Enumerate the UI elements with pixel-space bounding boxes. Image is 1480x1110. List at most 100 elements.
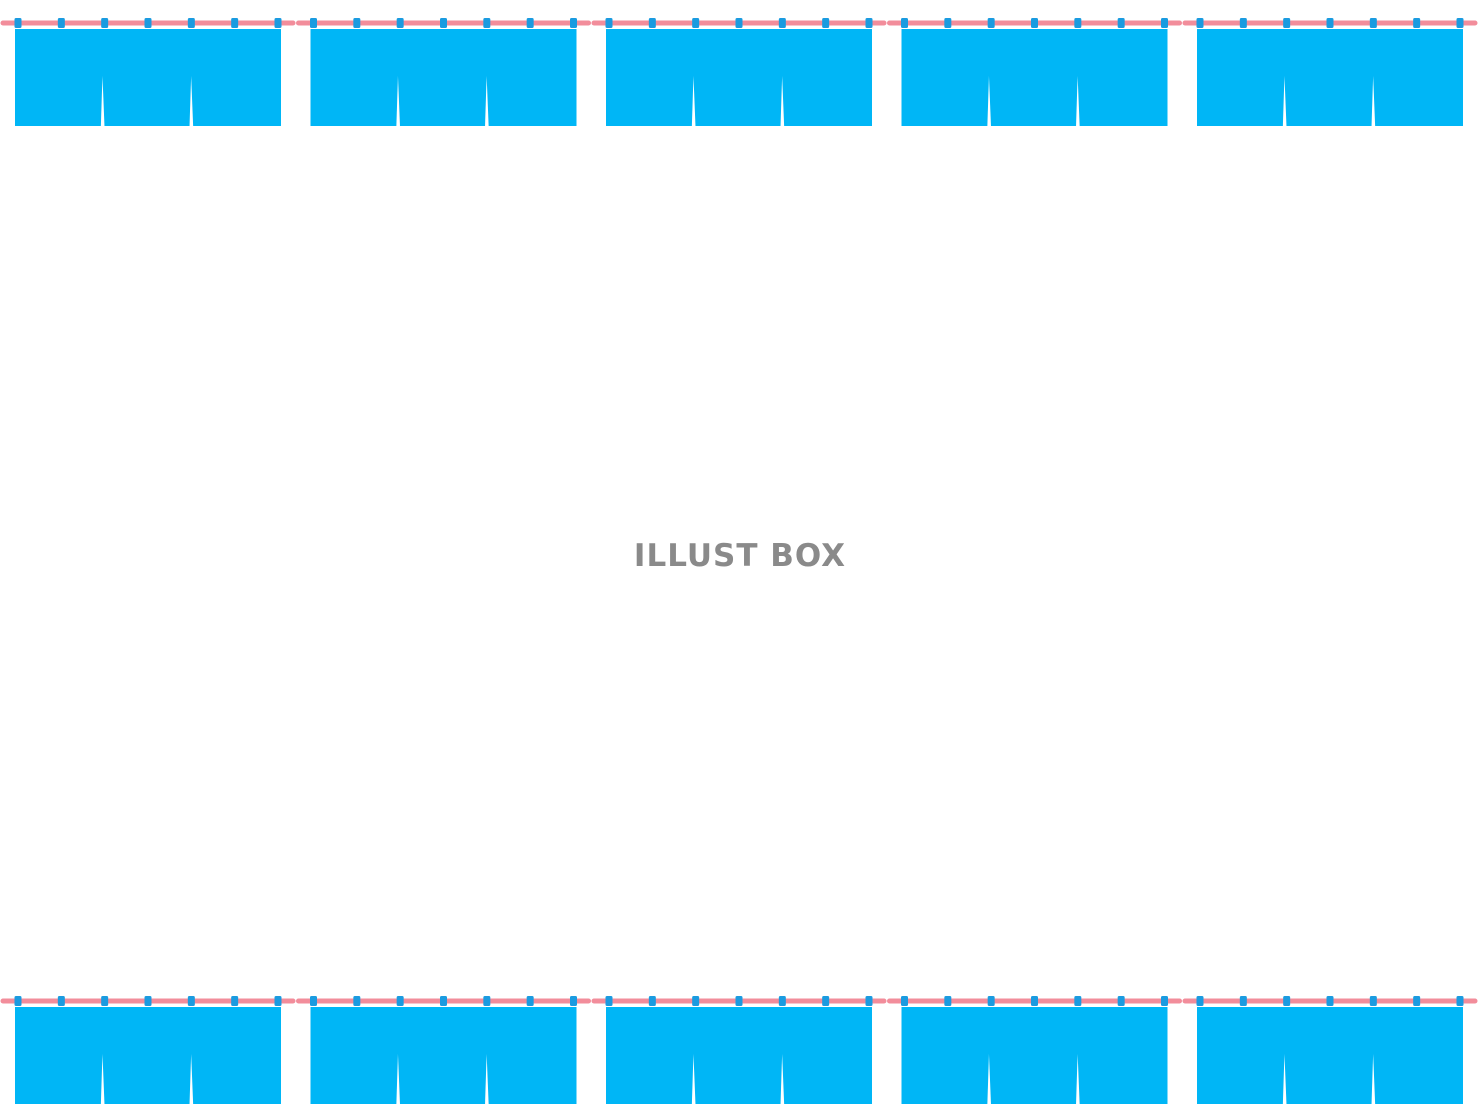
curtain-slit [485,76,489,126]
curtain-ring [822,18,830,28]
curtain-slit [987,76,991,126]
curtain-ring [1239,18,1247,28]
curtain-ring [14,996,22,1006]
curtain-slit [100,1054,105,1104]
curtain-ring [187,18,195,28]
curtain-ring [570,18,577,28]
curtain-ring [440,996,447,1006]
curtain-ring [735,18,743,28]
curtain-ring [57,996,65,1006]
curtain-ring [692,996,700,1006]
curtain-ring [865,996,873,1006]
curtain-ring [1283,996,1291,1006]
curtain-ring [1031,996,1038,1006]
curtain-ring [605,18,613,28]
curtain-ring [987,996,995,1006]
curtain-ring [865,18,873,28]
curtain-ring [1117,18,1125,28]
curtain-ring [231,996,239,1006]
curtain-slit [396,1054,400,1104]
curtain-slit [189,76,194,126]
curtain-ring [396,18,404,28]
curtain-ring [648,996,656,1006]
curtain-cloth [606,29,872,126]
bottom-curtain-2 [296,996,591,1104]
bottom-noren-row [0,978,1480,1108]
top-curtain-5 [1182,18,1478,126]
curtain-slit [987,1054,991,1104]
curtain-ring [440,18,447,28]
curtain-slit [189,1054,194,1104]
curtain-ring [274,18,282,28]
curtain-ring [187,996,195,1006]
curtain-ring [274,996,282,1006]
curtain-ring [570,996,577,1006]
curtain-slit [691,1054,696,1104]
curtain-cloth [606,1007,872,1104]
curtain-slit [1282,1054,1287,1104]
curtain-cloth [15,1007,281,1104]
curtain-ring [1031,18,1038,28]
curtain-ring [353,18,361,28]
curtain-slit [691,76,696,126]
curtain-ring [144,996,152,1006]
curtain-slit [1282,76,1287,126]
curtain-ring [605,996,613,1006]
curtain-ring [483,18,491,28]
curtain-ring [231,18,239,28]
curtain-slit [485,1054,489,1104]
curtain-ring [1117,996,1125,1006]
curtain-slit [100,76,105,126]
curtain-ring [822,996,830,1006]
curtain-ring [396,996,404,1006]
top-curtain-1 [0,18,296,126]
curtain-ring [144,18,152,28]
curtain-cloth [1197,29,1463,126]
curtain-ring [1326,18,1334,28]
curtain-slit [1371,1054,1376,1104]
illust-box-watermark: ILLUST BOX [633,538,847,574]
curtain-ring [987,18,995,28]
curtain-cloth [15,29,281,126]
curtain-ring [483,996,491,1006]
curtain-ring [57,18,65,28]
bottom-noren-curtains [0,996,1478,1104]
curtain-ring [1456,18,1464,28]
curtain-ring [101,18,109,28]
curtain-ring [944,996,952,1006]
curtain-cloth [901,1007,1168,1104]
curtain-ring [735,996,743,1006]
curtain-ring [310,18,317,28]
curtain-cloth [901,29,1168,126]
curtain-ring [778,18,786,28]
curtain-slit [1076,76,1080,126]
curtain-ring [1074,996,1082,1006]
curtain-cloth [310,1007,577,1104]
curtain-ring [1161,18,1168,28]
curtain-cloth [1197,1007,1463,1104]
bottom-curtain-4 [887,996,1182,1104]
curtain-ring [1196,18,1204,28]
curtain-slit [396,76,400,126]
curtain-ring [1196,996,1204,1006]
curtain-slit [1371,76,1376,126]
curtain-ring [101,996,109,1006]
curtain-cloth [310,29,577,126]
curtain-ring [901,18,908,28]
top-noren-row [0,0,1480,130]
curtain-ring [1369,18,1377,28]
curtain-ring [1369,996,1377,1006]
curtain-slit [1076,1054,1080,1104]
curtain-ring [692,18,700,28]
bottom-curtain-5 [1182,996,1478,1104]
curtain-ring [1413,996,1421,1006]
curtain-ring [1161,996,1168,1006]
curtain-ring [526,996,534,1006]
curtain-ring [901,996,908,1006]
curtain-ring [310,996,317,1006]
curtain-slit [780,1054,785,1104]
curtain-ring [648,18,656,28]
curtain-ring [1413,18,1421,28]
curtain-ring [1326,996,1334,1006]
